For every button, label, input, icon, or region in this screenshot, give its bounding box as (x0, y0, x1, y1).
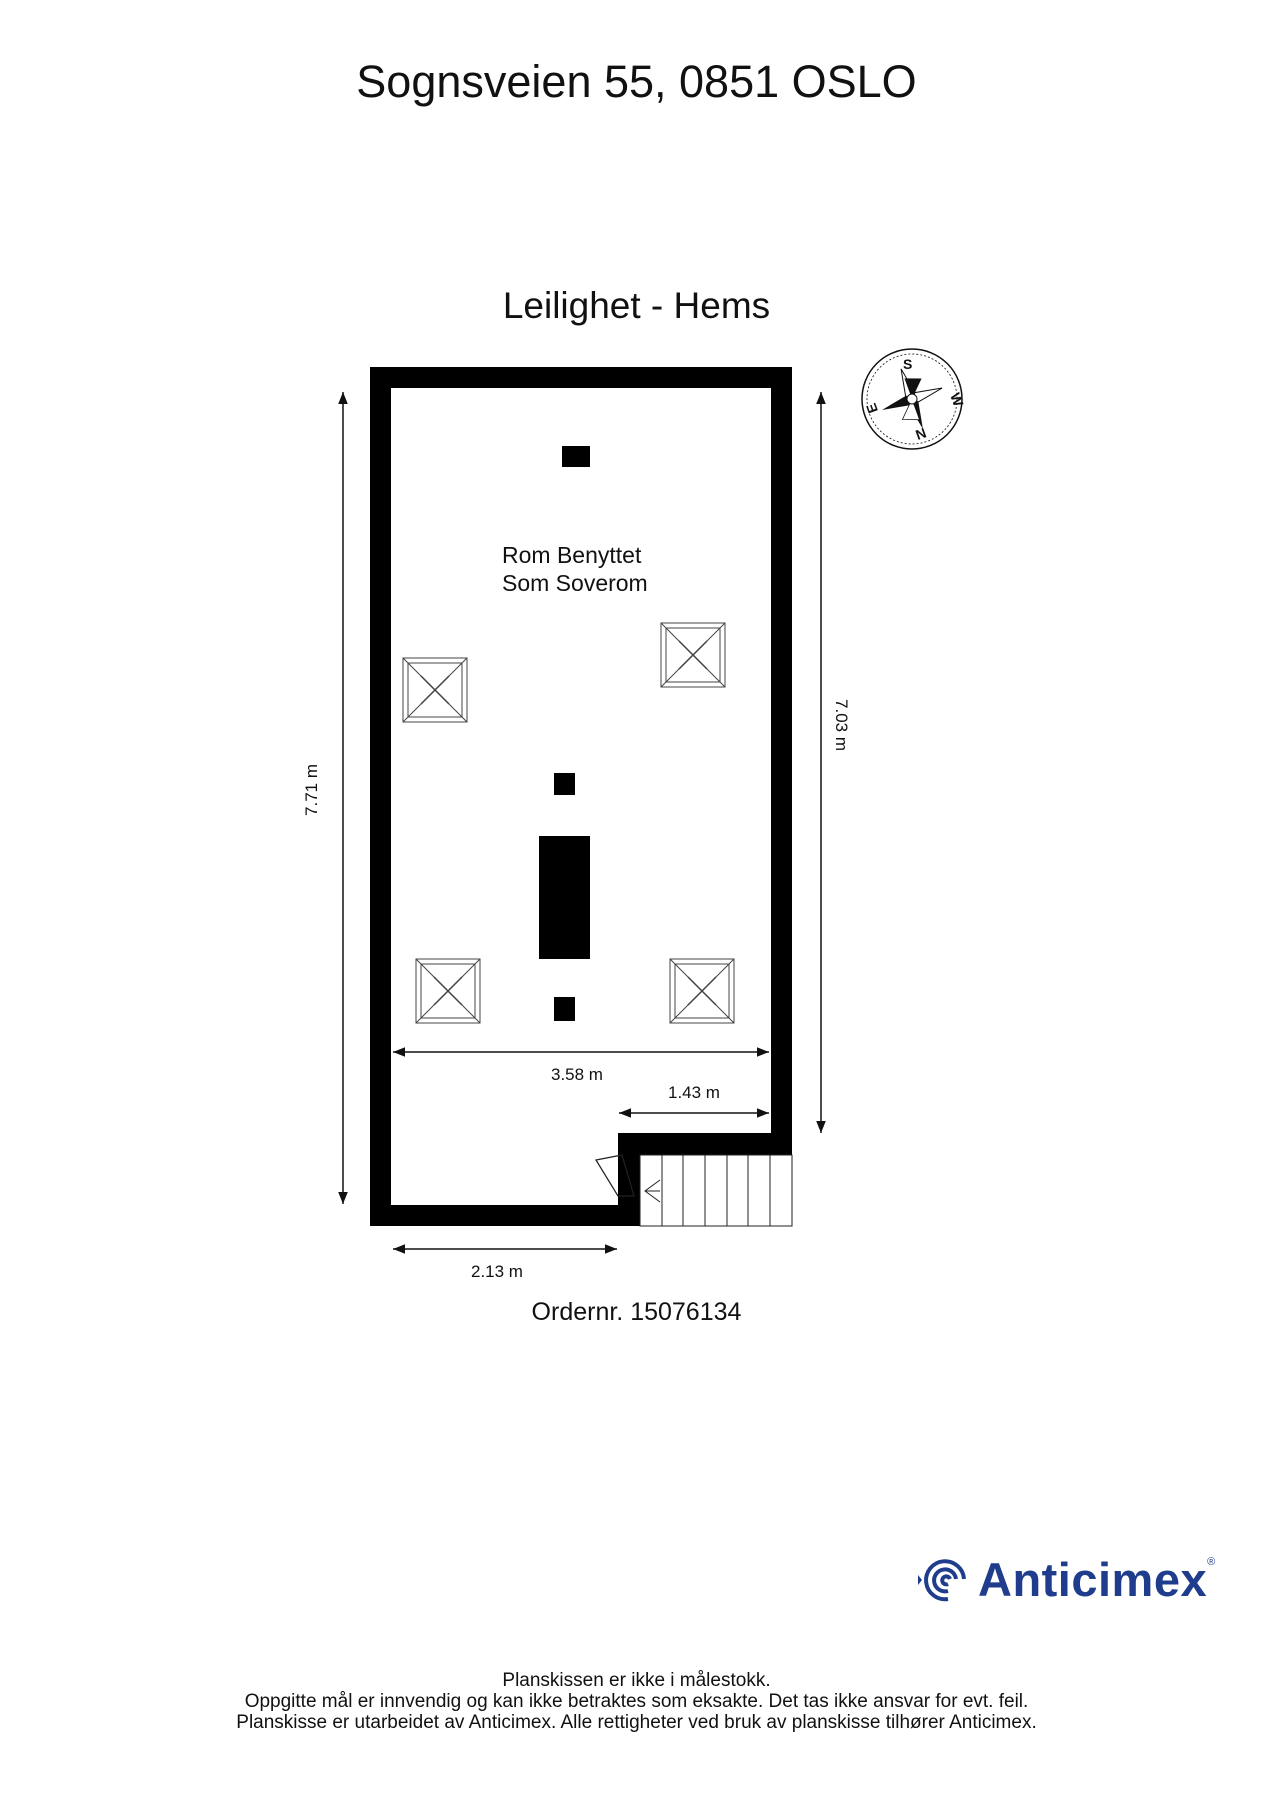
chimney-block (539, 836, 590, 959)
chimney-small-upper (554, 773, 575, 795)
room-name-line2: Som Soverom (502, 570, 648, 596)
registered-mark: ® (1207, 1555, 1216, 1568)
order-number: Ordernr. 15076134 (531, 1298, 742, 1326)
room-name-line1: Rom Benyttet (502, 542, 642, 568)
skylight-window (669, 958, 735, 1024)
dimension-label-stair-width: 1.43 m (668, 1083, 720, 1102)
chimney-top (562, 446, 590, 467)
disclaimer-line2: Oppgitte mål er innvendig og kan ikke be… (244, 1691, 1029, 1712)
compass-label-s: S (903, 356, 912, 372)
compass-rose-icon: S W N E (861, 348, 967, 450)
dimension-label-bottom-width: 2.13 m (471, 1262, 523, 1281)
brand-logo: Anticimex ® (918, 1552, 1215, 1607)
floor-title: Leilighet - Hems (502, 285, 771, 326)
staircase (639, 1154, 793, 1227)
disclaimer-line3: Planskisse er utarbeidet av Anticimex. A… (236, 1712, 1037, 1733)
brand-name: Anticimex (978, 1553, 1208, 1606)
dimension-label-width: 3.58 m (551, 1065, 603, 1084)
anticimex-logo-icon (918, 1558, 966, 1601)
skylight-window (402, 657, 468, 723)
compass-label-n: N (913, 425, 928, 443)
compass-label-e: E (863, 401, 881, 415)
dimension-label-left-height: 7.71 m (302, 764, 321, 816)
compass-label-w: W (947, 391, 967, 410)
walls (370, 367, 792, 1226)
dimension-label-right-height: 7.03 m (832, 699, 851, 751)
door-swing (595, 1154, 635, 1197)
disclaimer-line1: Planskissen er ikke i målestokk. (502, 1670, 771, 1691)
address-title: Sognsveien 55, 0851 OSLO (356, 56, 917, 107)
skylight-window (660, 622, 726, 688)
skylight-window (415, 958, 481, 1024)
chimney-small-lower (554, 997, 575, 1021)
disclaimer: Planskissen er ikke i målestokk. Oppgitt… (0, 1670, 1273, 1733)
